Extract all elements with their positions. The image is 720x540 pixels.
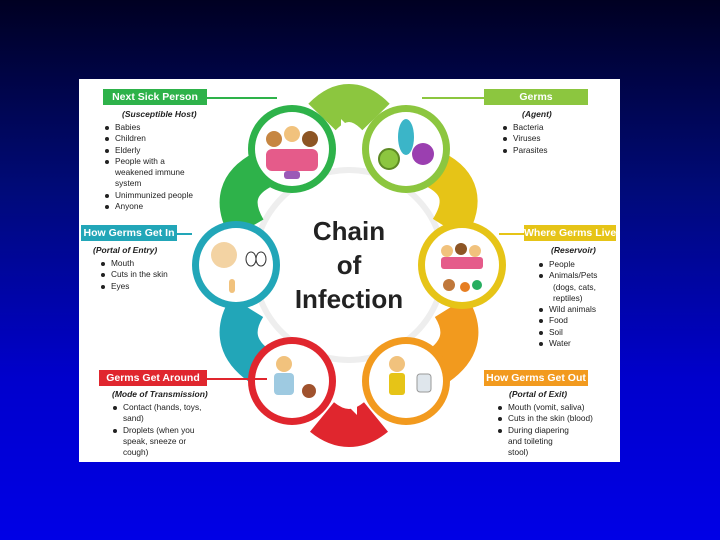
list-item: Animals/Pets bbox=[537, 270, 619, 281]
list-item: sand) bbox=[111, 413, 221, 424]
list-item: Soil bbox=[537, 327, 619, 338]
virus-icon bbox=[412, 143, 434, 165]
list-item: People bbox=[537, 259, 619, 270]
list-portal-of-exit: Mouth (vomit, saliva) Cuts in the skin (… bbox=[496, 402, 616, 458]
list-agent: Bacteria Viruses Parasites bbox=[501, 122, 601, 156]
family-group-icon bbox=[266, 149, 318, 171]
connector-line bbox=[422, 97, 484, 99]
list-item: stool) bbox=[496, 447, 616, 458]
node-mode-of-transmission bbox=[248, 337, 336, 425]
node-portal-of-entry bbox=[192, 221, 280, 309]
list-item: Droplets (when you bbox=[111, 425, 221, 436]
node-agent bbox=[362, 105, 450, 193]
list-item: Babies bbox=[103, 122, 223, 133]
eyes-icon bbox=[256, 252, 266, 266]
list-item: During diapering bbox=[496, 425, 616, 436]
child-icon bbox=[441, 245, 453, 257]
list-portal-of-entry: Mouth Cuts in the skin Eyes bbox=[99, 258, 199, 292]
list-item: Children bbox=[103, 133, 223, 144]
list-item: Mouth (vomit, saliva) bbox=[496, 402, 616, 413]
node-reservoir bbox=[418, 221, 506, 309]
list-item: Mouth bbox=[99, 258, 199, 269]
connector-line bbox=[207, 97, 277, 99]
list-item: Unimmunized people bbox=[103, 190, 223, 201]
title-line: of bbox=[279, 248, 419, 282]
children-group-icon bbox=[441, 257, 483, 269]
diagram-title: Chain of Infection bbox=[279, 214, 419, 316]
child-face-icon bbox=[211, 242, 237, 268]
person-face-icon bbox=[284, 126, 300, 142]
list-item: cough) bbox=[111, 447, 221, 458]
node-portal-of-exit bbox=[362, 337, 450, 425]
baby-crib-icon bbox=[284, 171, 300, 179]
list-item: Wild animals bbox=[537, 304, 619, 315]
list-item: system bbox=[103, 178, 223, 189]
list-item: Viruses bbox=[501, 133, 601, 144]
label-how-germs-get-out: How Germs Get Out bbox=[484, 370, 588, 386]
list-susceptible-host: Babies Children Elderly People with a we… bbox=[103, 122, 223, 212]
title-line: Chain bbox=[279, 214, 419, 248]
subtitle-reservoir: (Reservoir) bbox=[551, 245, 596, 255]
turtle-icon bbox=[472, 280, 482, 290]
list-item: Cuts in the skin bbox=[99, 269, 199, 280]
subtitle-agent: (Agent) bbox=[522, 109, 552, 119]
list-item: and toileting bbox=[496, 436, 616, 447]
list-item: People with a bbox=[103, 156, 223, 167]
title-line: Infection bbox=[279, 282, 419, 316]
bacteria-icon bbox=[398, 119, 414, 155]
list-item: Cuts in the skin (blood) bbox=[496, 413, 616, 424]
label-next-sick-person: Next Sick Person bbox=[103, 89, 207, 105]
child-icon bbox=[455, 243, 467, 255]
subtitle-portal-of-entry: (Portal of Entry) bbox=[93, 245, 157, 255]
list-item: Bacteria bbox=[501, 122, 601, 133]
food-icon bbox=[460, 282, 470, 292]
list-item: Eyes bbox=[99, 281, 199, 292]
subtitle-mode-of-transmission: (Mode of Transmission) bbox=[112, 389, 208, 399]
list-item: Parasites bbox=[501, 145, 601, 156]
dog-icon bbox=[443, 279, 455, 291]
connector-line bbox=[207, 378, 267, 380]
person-face-icon bbox=[266, 131, 282, 147]
list-item: reptiles) bbox=[537, 293, 619, 304]
germ-icon bbox=[379, 149, 399, 169]
subtitle-portal-of-exit: (Portal of Exit) bbox=[509, 389, 567, 399]
sick-child-icon bbox=[389, 356, 405, 372]
subtitle-susceptible-host: (Susceptible Host) bbox=[122, 109, 197, 119]
eyes-icon bbox=[246, 252, 256, 266]
list-mode-of-transmission: Contact (hands, toys, sand) Droplets (wh… bbox=[111, 402, 221, 458]
sneezing-child-icon bbox=[276, 356, 292, 372]
connector-line bbox=[177, 233, 192, 235]
label-where-germs-live: Where Germs Live bbox=[524, 225, 616, 241]
finger-cut-icon bbox=[229, 279, 235, 293]
label-how-germs-get-in: How Germs Get In bbox=[81, 225, 177, 241]
person-face-icon bbox=[302, 131, 318, 147]
toilet-icon bbox=[417, 374, 431, 392]
connector-line bbox=[499, 233, 524, 235]
list-item: weakened immune bbox=[103, 167, 223, 178]
child-icon bbox=[469, 245, 481, 257]
connector-arc bbox=[322, 417, 376, 428]
list-item: (dogs, cats, bbox=[537, 282, 619, 293]
list-item: Elderly bbox=[103, 145, 223, 156]
label-germs: Germs bbox=[484, 89, 588, 105]
node-susceptible-host bbox=[248, 105, 336, 193]
list-item: Anyone bbox=[103, 201, 223, 212]
list-item: Water bbox=[537, 338, 619, 349]
teddy-bear-icon bbox=[302, 384, 316, 398]
list-item: speak, sneeze or bbox=[111, 436, 221, 447]
label-germs-get-around: Germs Get Around bbox=[99, 370, 207, 386]
list-item: Contact (hands, toys, bbox=[111, 402, 221, 413]
connector-arc bbox=[322, 103, 376, 117]
list-item: Food bbox=[537, 315, 619, 326]
list-reservoir: People Animals/Pets (dogs, cats, reptile… bbox=[537, 259, 619, 349]
infographic-panel: Chain of Infection Next Sick Person (Sus… bbox=[79, 79, 620, 462]
